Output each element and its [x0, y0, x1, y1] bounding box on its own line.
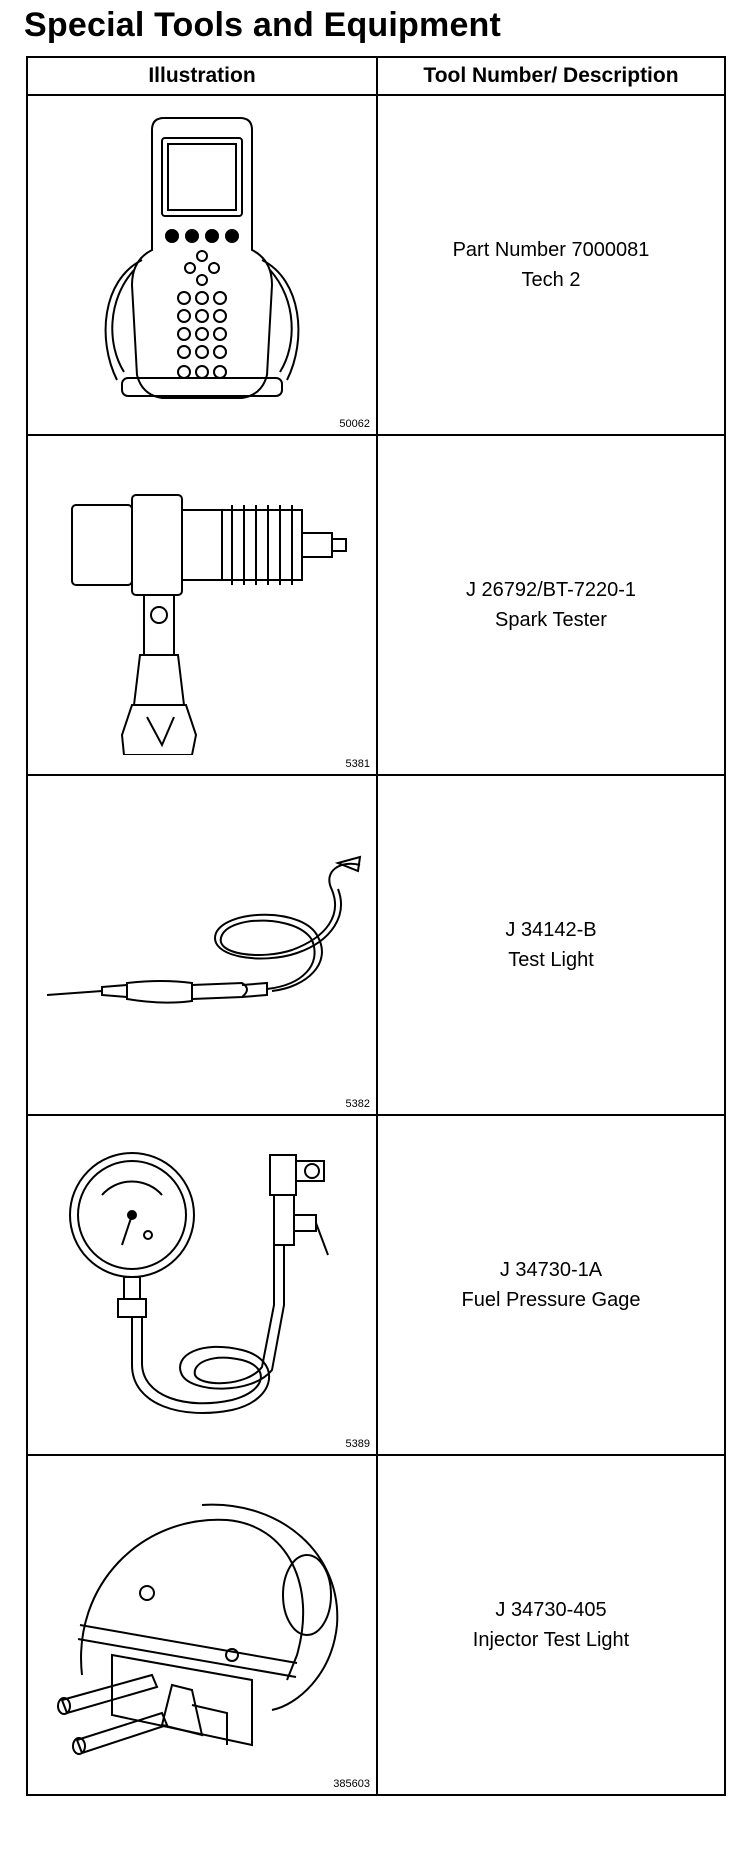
tool-name: Spark Tester	[495, 609, 607, 631]
table-header-row: Illustration Tool Number/ Description	[26, 56, 726, 96]
tool-number: J 34730-405	[495, 1599, 607, 1621]
tool-number: J 26792/BT-7220-1	[465, 579, 637, 601]
spark-tester-icon	[52, 455, 352, 755]
tool-name: Test Light	[508, 949, 594, 971]
tool-name: Injector Test Light	[472, 1629, 630, 1651]
figure-number: 50062	[339, 418, 370, 430]
description-cell: Part Number 7000081 Tech 2	[376, 94, 726, 436]
table-row: 5381 J 26792/BT-7220-1 Spark Tester	[26, 434, 726, 776]
description-cell: J 34730-1A Fuel Pressure Gage	[376, 1114, 726, 1456]
tool-number: Part Number 7000081	[452, 239, 650, 261]
illustration-cell: 5382	[26, 774, 378, 1116]
description-cell: J 34142-B Test Light	[376, 774, 726, 1116]
figure-number: 5389	[345, 1438, 370, 1450]
figure-number: 5382	[345, 1098, 370, 1110]
description-cell: J 26792/BT-7220-1 Spark Tester	[376, 434, 726, 776]
illustration-cell: 50062	[26, 94, 378, 436]
tool-number: J 34142-B	[505, 919, 597, 941]
description-cell: J 34730-405 Injector Test Light	[376, 1454, 726, 1796]
injector-test-light-icon	[52, 1475, 352, 1775]
illustration-cell: 5381	[26, 434, 378, 776]
test-light-icon	[42, 845, 362, 1045]
pressure-gage-icon	[52, 1135, 352, 1435]
tools-table: Illustration Tool Number/ Description	[26, 56, 726, 1796]
figure-number: 5381	[345, 758, 370, 770]
header-description: Tool Number/ Description	[376, 56, 726, 96]
illustration-cell: 5389	[26, 1114, 378, 1456]
figure-number: 385603	[333, 1778, 370, 1790]
table-row: 50062 Part Number 7000081 Tech 2	[26, 94, 726, 436]
page-title: Special Tools and Equipment	[24, 6, 502, 44]
tool-number: J 34730-1A	[499, 1259, 603, 1281]
header-illustration: Illustration	[26, 56, 378, 96]
table-row: 385603 J 34730-405 Injector Test Light	[26, 1454, 726, 1796]
table-row: 5382 J 34142-B Test Light	[26, 774, 726, 1116]
table-row: 5389 J 34730-1A Fuel Pressure Gage	[26, 1114, 726, 1456]
scan-tool-icon	[72, 110, 332, 420]
illustration-cell: 385603	[26, 1454, 378, 1796]
tool-name: Tech 2	[521, 269, 581, 291]
tool-name: Fuel Pressure Gage	[461, 1289, 641, 1311]
